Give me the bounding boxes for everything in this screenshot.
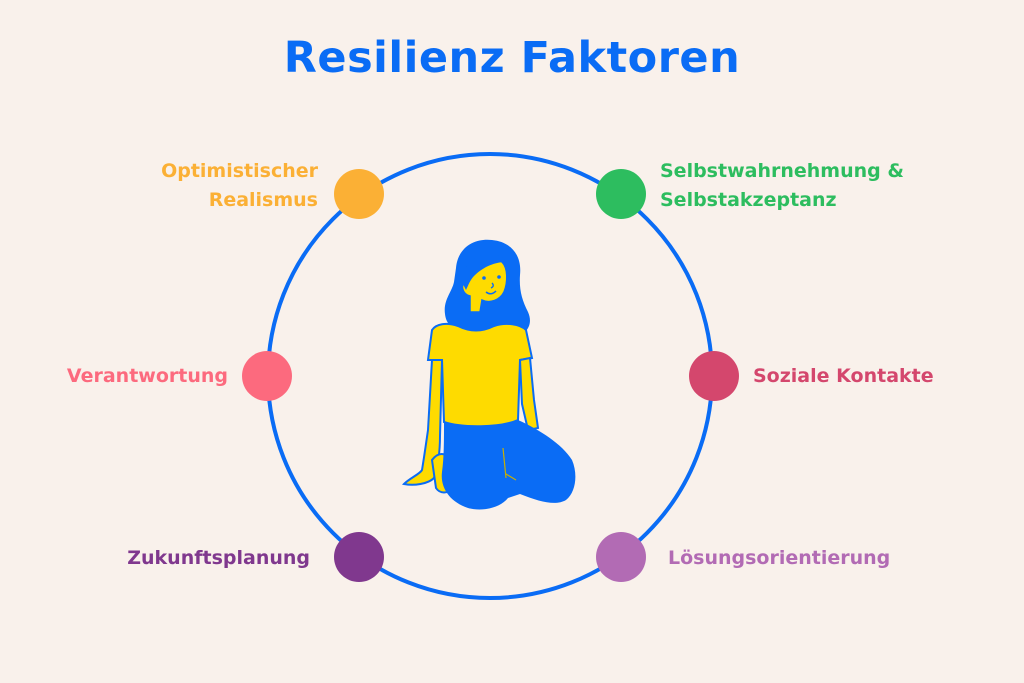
label-loesungsorientierung: Lösungsorientierung <box>668 544 890 573</box>
label-line: Selbstakzeptanz <box>660 189 837 211</box>
label-line: Realismus <box>208 189 318 211</box>
label-line: Optimistischer <box>161 160 318 182</box>
label-selbstwahrnehmung: Selbstwahrnehmung & Selbstakzeptanz <box>660 157 904 215</box>
dot-selbstwahrnehmung <box>596 169 646 219</box>
label-zukunftsplanung: Zukunftsplanung <box>127 544 310 573</box>
label-line: Soziale Kontakte <box>753 365 934 387</box>
dot-verantwortung <box>242 351 292 401</box>
dot-loesungsorientierung <box>596 532 646 582</box>
page-title: Resilienz Faktoren <box>283 33 741 83</box>
label-line: Lösungsorientierung <box>668 547 891 569</box>
label-line: Verantwortung <box>66 365 228 387</box>
dot-zukunftsplanung <box>334 532 384 582</box>
kneeling-woman-illustration <box>401 239 576 510</box>
label-line: Zukunftsplanung <box>127 547 310 569</box>
label-verantwortung: Verantwortung <box>67 362 228 391</box>
label-soziale-kontakte: Soziale Kontakte <box>753 362 934 391</box>
dot-optimistischer-realismus <box>334 169 384 219</box>
label-line: Selbstwahrnehmung & <box>660 160 904 182</box>
label-optimistischer-realismus: Optimistischer Realismus <box>161 157 318 215</box>
dot-soziale-kontakte <box>689 351 739 401</box>
